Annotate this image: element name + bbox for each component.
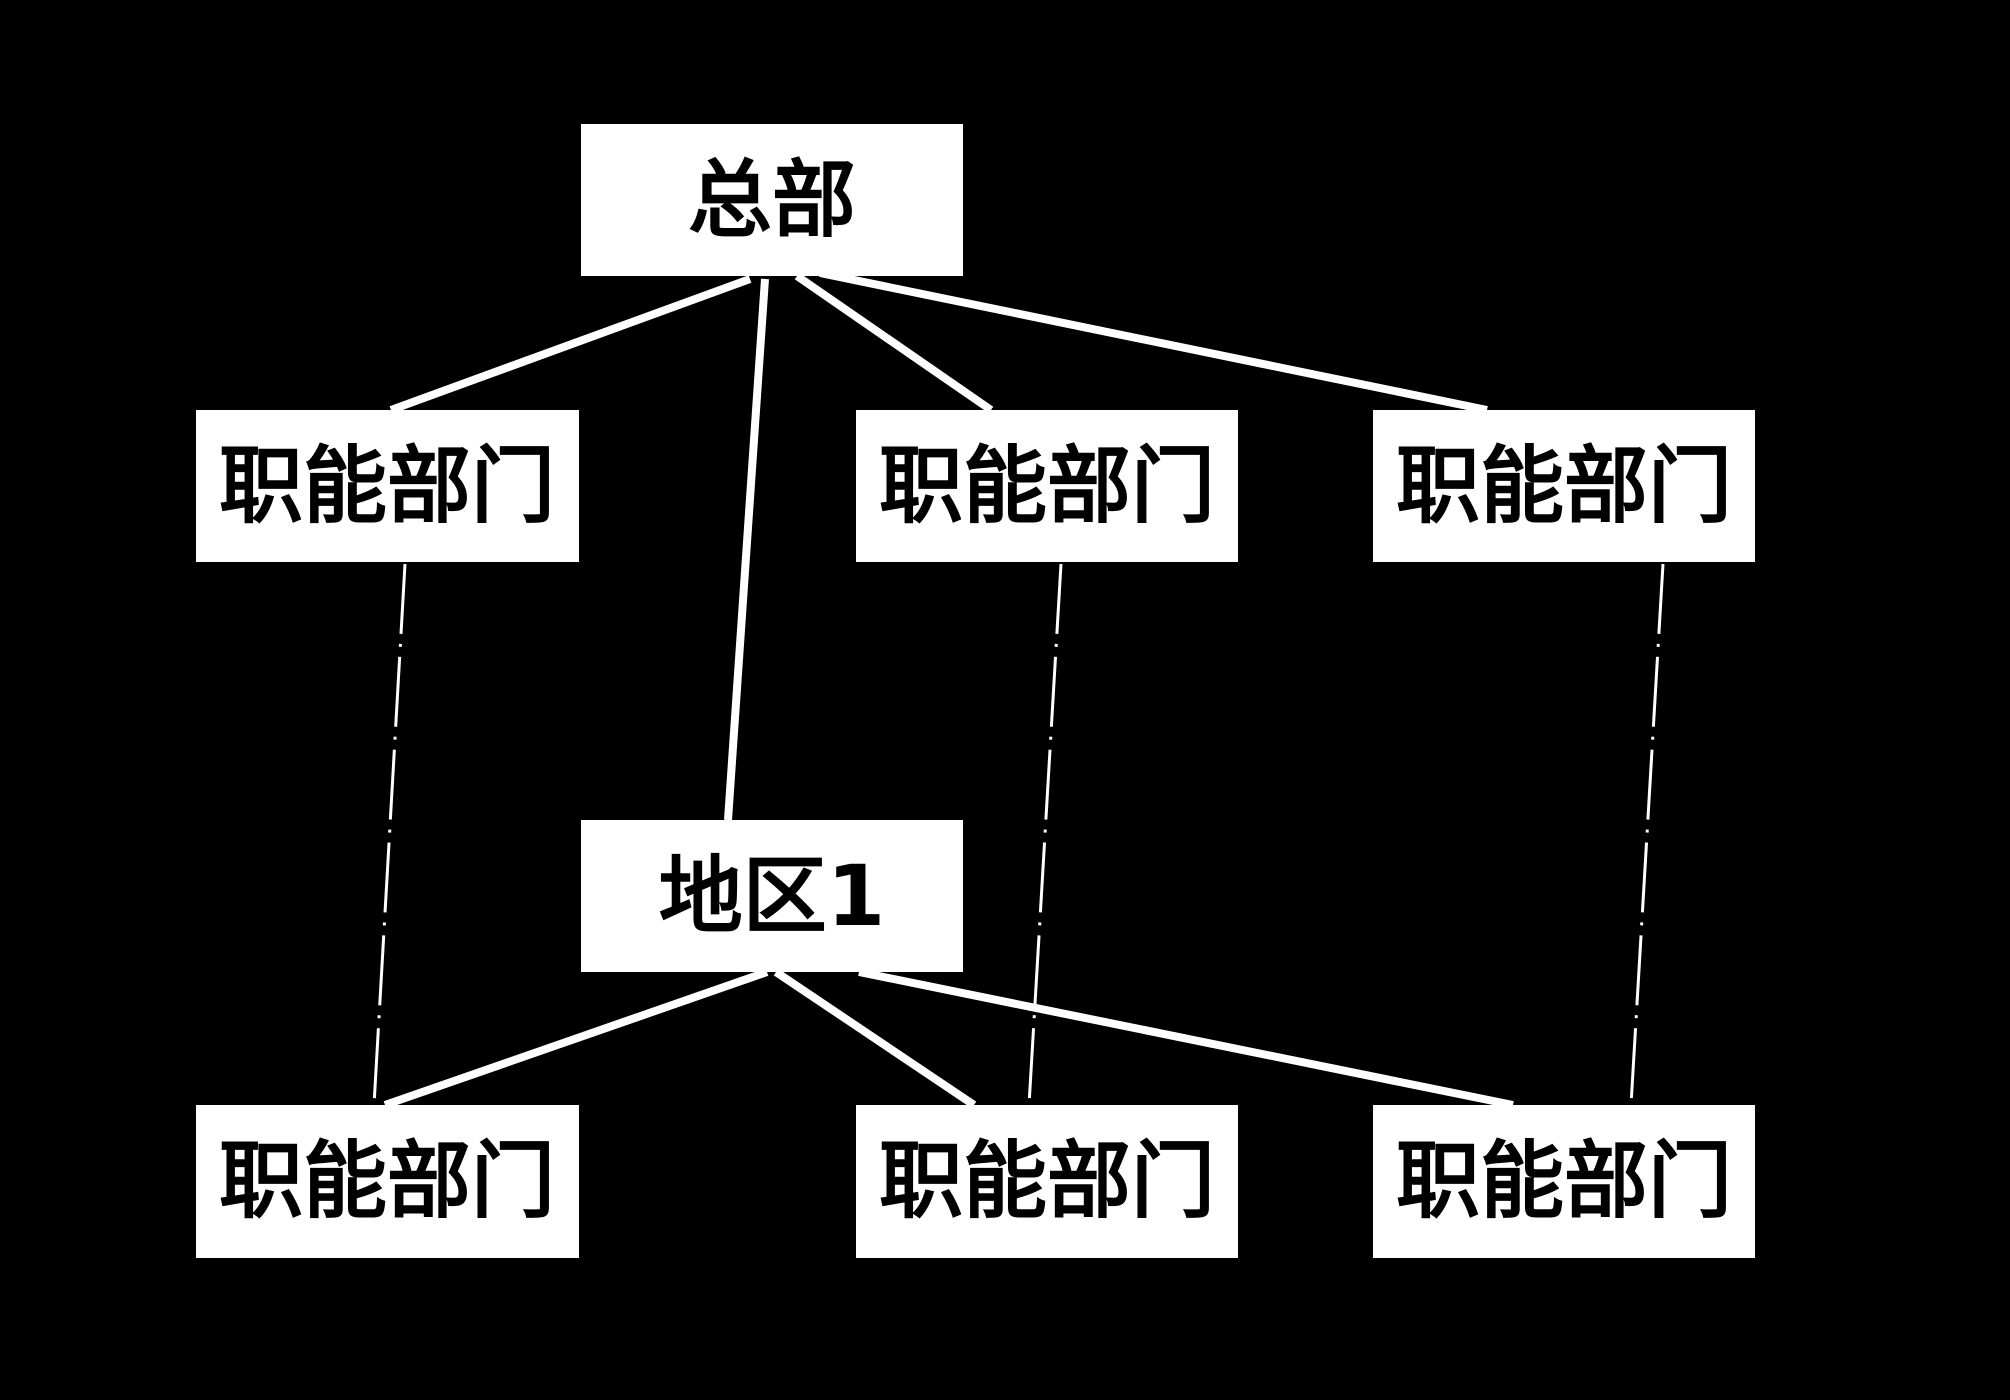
- region-department-node-3: 职能部门: [1373, 1105, 1755, 1258]
- region-department-label-2: 职能部门: [879, 1132, 1215, 1230]
- connector-hq-to-department-2: [794, 272, 994, 414]
- hq-department-label-1: 职能部门: [219, 437, 555, 535]
- hq-department-node-3: 职能部门: [1373, 410, 1755, 562]
- headquarters-node: 总部: [581, 124, 963, 276]
- hq-department-box-3: [1373, 410, 1755, 562]
- hq-department-node-2: 职能部门: [856, 410, 1238, 562]
- hq-department-node-1: 职能部门: [196, 410, 579, 562]
- headquarters-box: [581, 124, 963, 276]
- region-department-box-2: [856, 1105, 1238, 1258]
- region-department-label-3: 职能部门: [1396, 1132, 1732, 1230]
- connector-region-to-department-1: [383, 968, 769, 1109]
- hq-department-box-2: [856, 410, 1238, 562]
- connector-region-to-department-3: [858, 968, 1514, 1109]
- region-department-box-1: [196, 1105, 579, 1258]
- region-box: [581, 820, 963, 972]
- hq-department-label-3: 职能部门: [1396, 437, 1732, 535]
- connector-region-to-department-2: [773, 968, 977, 1109]
- region-node: 地区1: [581, 820, 963, 972]
- hq-department-box-1: [196, 410, 579, 562]
- region-department-node-1: 职能部门: [196, 1105, 579, 1258]
- region-label: 地区1: [659, 847, 885, 945]
- region-department-box-3: [1373, 1105, 1755, 1258]
- hq-department-label-2: 职能部门: [879, 437, 1215, 535]
- connector-hq-to-region: [724, 278, 769, 821]
- connector-hq-to-department-1: [389, 275, 752, 414]
- connector-hq-to-department-3: [819, 269, 1488, 414]
- headquarters-label: 总部: [688, 151, 856, 249]
- region-department-label-1: 职能部门: [219, 1132, 555, 1230]
- region-department-node-2: 职能部门: [856, 1105, 1238, 1258]
